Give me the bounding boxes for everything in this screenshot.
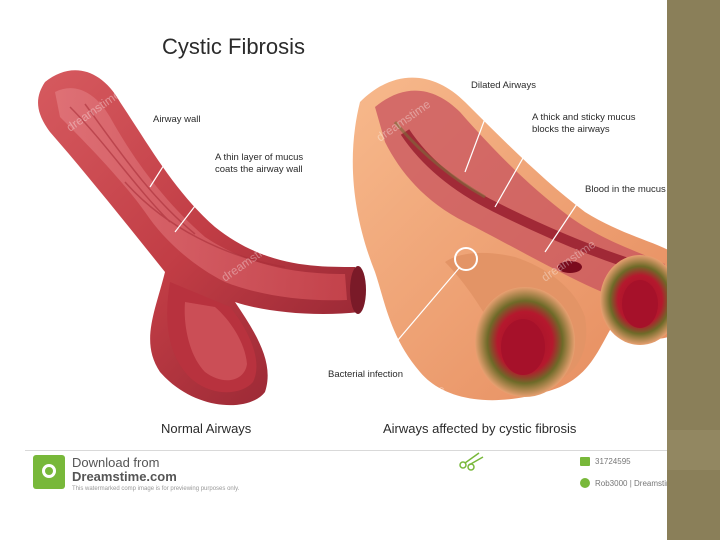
label-dilated-airways: Dilated Airways xyxy=(471,80,536,91)
leader-bacterial-infection xyxy=(374,266,461,368)
leader-thin-mucus xyxy=(174,179,216,233)
normal-airway-illustration xyxy=(38,70,366,406)
affected-airway-illustration xyxy=(352,77,680,401)
diagram-title: Cystic Fibrosis xyxy=(162,34,305,59)
label-thick-mucus-1: A thick and sticky mucus xyxy=(532,112,636,123)
stock-footer: Download from Dreamstime.com This waterm… xyxy=(25,450,700,499)
label-airway-wall: Airway wall xyxy=(153,114,201,125)
footer-download-from: Download from xyxy=(72,455,160,470)
decorative-side-bar xyxy=(667,0,720,540)
diagram-image: dreamstime dreamstime dreamstime dreamst… xyxy=(25,12,700,502)
leader-airway-wall xyxy=(149,123,191,188)
label-bacterial-infection: Bacterial infection xyxy=(328,369,403,380)
footer-credit: Rob3000 | Dreamstime.com xyxy=(595,479,695,488)
footer-brand: Dreamstime.com xyxy=(72,469,177,484)
footer-image-id: 31724595 xyxy=(595,457,631,466)
leader-thick-mucus xyxy=(494,136,536,208)
user-icon xyxy=(580,478,590,488)
leader-dilated-airways xyxy=(464,91,496,173)
cystic-fibrosis-illustration: dreamstime dreamstime dreamstime dreamst… xyxy=(38,34,680,445)
label-thin-mucus-1: A thin layer of mucus xyxy=(215,152,303,163)
caption-affected-airways: Airways affected by cystic fibrosis xyxy=(383,421,577,436)
caption-normal-airways: Normal Airways xyxy=(161,421,252,436)
image-id-icon xyxy=(580,457,590,466)
scissors-icon xyxy=(459,452,484,471)
label-thin-mucus-2: coats the airway wall xyxy=(215,164,303,175)
label-blood-mucus: Blood in the mucus xyxy=(585,184,666,195)
footer-note: This watermarked comp image is for previ… xyxy=(72,486,240,492)
leader-blood-mucus xyxy=(544,191,586,253)
dreamstime-logo-icon xyxy=(33,455,65,489)
watermark: dreamstime xyxy=(59,397,119,445)
label-thick-mucus-2: blocks the airways xyxy=(532,124,610,135)
